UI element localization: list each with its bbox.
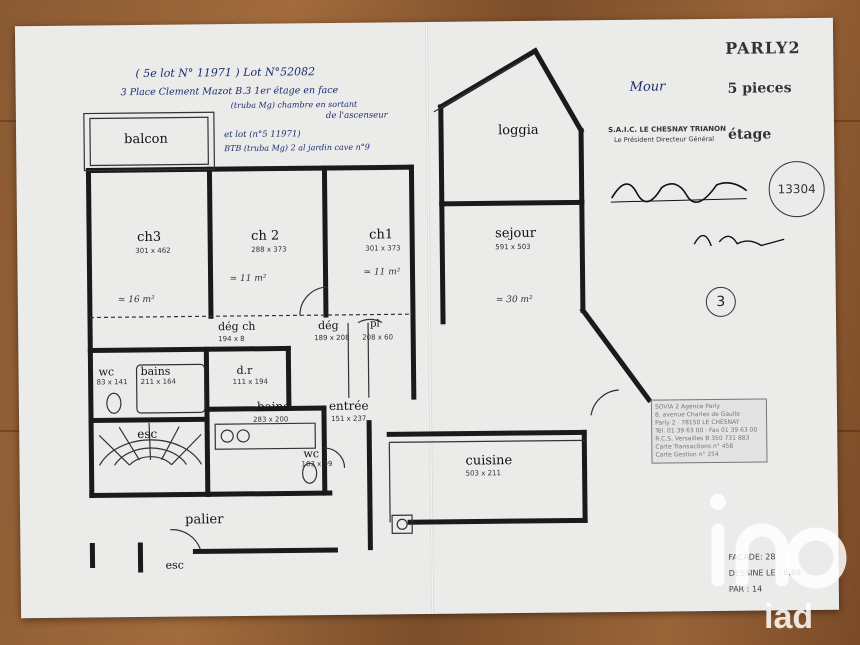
room-esc-2: esc — [165, 558, 184, 572]
apartment-type: 5 pieces — [727, 80, 792, 97]
room-cuisine-dim: 503 x 211 — [465, 469, 501, 478]
floor-label: étage — [728, 126, 772, 143]
room-bains-1-dim: 211 x 164 — [140, 377, 177, 387]
room-dr: d.r — [236, 363, 253, 377]
room-wc-2: wc — [303, 447, 320, 461]
residence-handwritten: Mour — [629, 79, 666, 95]
room-entree: entrée — [328, 398, 369, 414]
handwritten-line-3: (truba Mg) chambre en sortant — [230, 99, 358, 111]
room-wc-1: wc — [98, 365, 115, 379]
room-deg-dim: 189 x 208 — [314, 333, 350, 343]
room-ch2-dim: 288 x 373 — [251, 245, 287, 254]
iad-logo-text: iad — [764, 598, 813, 636]
lot-circle: 13304 — [768, 160, 825, 218]
floor-plan-sheet: PARLY2 5 pieces étage Mour S.A.I.C. LE C… — [14, 17, 840, 619]
room-sejour: sejour — [495, 225, 537, 242]
room-deg-ch: dég ch — [218, 319, 256, 334]
room-sejour-area: ≃ 30 m² — [495, 294, 533, 306]
handwritten-line-2: 3 Place Clement Mazot B.3 1er étage en f… — [120, 84, 339, 99]
company-role: Le Président Directeur Général — [614, 134, 715, 145]
room-ch2-area: ≃ 11 m² — [229, 273, 267, 285]
room-ch3: ch3 — [137, 229, 162, 246]
room-entree-dim: 151 x 237 — [331, 414, 367, 424]
room-pl: pl — [370, 318, 380, 330]
floor-plan-walls — [83, 47, 653, 573]
iad-logo-icon: iad — [710, 494, 847, 636]
room-ch3-area: ≃ 16 m² — [117, 294, 155, 306]
signature-secondary — [693, 234, 785, 247]
agency-stamp: SOVIA 2 Agence Parly 8, avenue Charles d… — [650, 398, 768, 464]
room-cuisine: cuisine — [465, 453, 513, 469]
room-palier: palier — [185, 512, 224, 528]
handwritten-line-1: ( 5e lot N° 11971 ) Lot N°52082 — [135, 65, 316, 81]
room-esc: esc — [137, 426, 158, 442]
room-wc-1-dim: 83 x 141 — [96, 378, 128, 387]
room-bains-2-dim: 283 x 200 — [253, 415, 289, 424]
room-deg-ch-dim: 194 x 8 — [218, 334, 245, 344]
room-ch1-dim: 301 x 373 — [365, 244, 401, 253]
room-ch2: ch 2 — [251, 228, 280, 244]
handwritten-line-4: de l'ascenseur — [325, 110, 388, 122]
room-ch1-area: ≃ 11 m² — [363, 267, 401, 278]
sheet-circle: 3 — [705, 286, 737, 318]
room-ch1: ch1 — [369, 227, 394, 243]
room-bains-1: bains — [140, 364, 171, 379]
room-loggia: loggia — [497, 122, 539, 139]
room-sejour-dim: 591 x 503 — [495, 242, 531, 252]
handwritten-line-6: BTB (truba Mg) 2 al jardin cave n°9 — [224, 142, 370, 154]
signature-main — [610, 182, 748, 204]
handwritten-line-5: et lot (n°5 11971) — [224, 129, 301, 141]
room-balcon: balcon — [124, 131, 168, 148]
room-wc-2-dim: 103 x 99 — [301, 459, 333, 469]
room-deg: dég — [318, 318, 339, 333]
company-name: S.A.I.C. LE CHESNAY TRIANON — [608, 124, 726, 135]
room-dr-dim: 111 x 194 — [232, 377, 269, 387]
room-ch3-dim: 301 x 462 — [135, 246, 171, 256]
brand-title: PARLY2 — [725, 38, 801, 58]
room-pl-dim: 208 x 60 — [362, 333, 394, 342]
room-bains-2: bains — [256, 399, 290, 414]
